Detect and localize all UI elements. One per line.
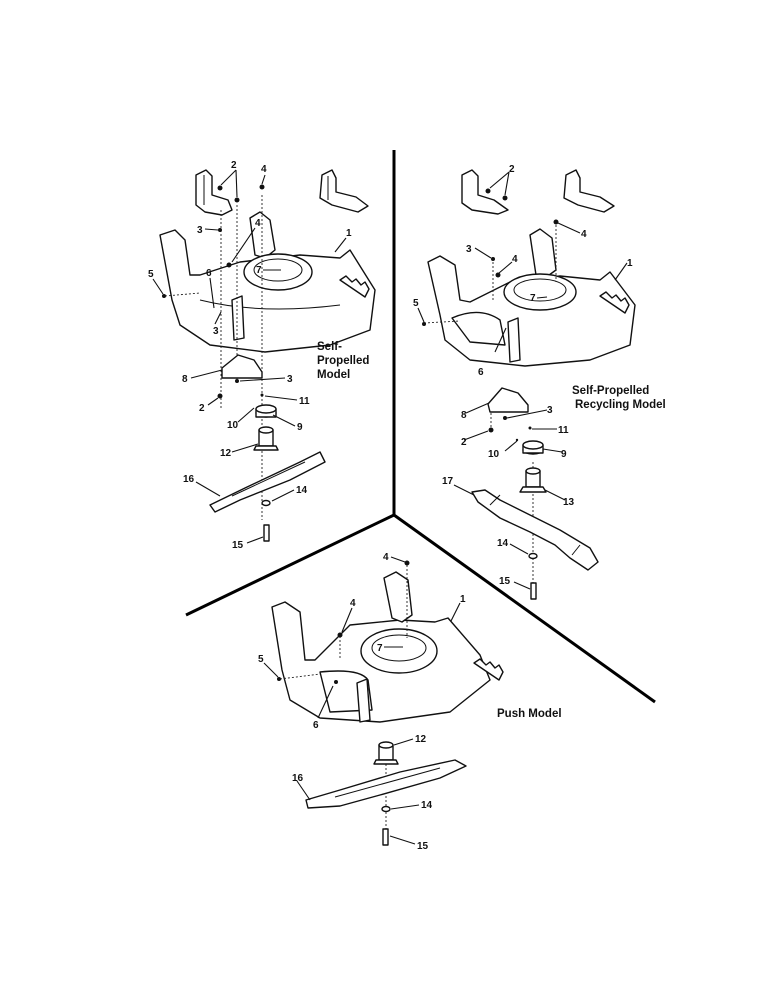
callout-3: 3 [197,225,203,236]
callout-6: 6 [313,720,319,731]
callout-2: 2 [461,437,467,448]
washer-14 [381,805,391,813]
callout-7: 7 [530,293,536,304]
callout-8: 8 [182,374,188,385]
deck-housing [159,211,376,353]
washer-14 [528,552,538,560]
callout-3: 3 [213,326,219,337]
callout-2: 2 [231,160,237,171]
callout-7: 7 [377,643,383,654]
panel-title-line-2: Propelled [317,355,369,367]
callout-14: 14 [421,800,433,811]
panel-dividers [185,150,656,704]
callout-5: 5 [148,269,154,280]
callout-3: 3 [287,374,293,385]
panel-title-line-2: Recycling Model [575,399,666,411]
callout-4: 4 [255,218,261,229]
pulley-9 [522,440,544,455]
baffle-8 [487,387,529,413]
callout-4: 4 [261,164,267,175]
callout-15: 15 [232,540,244,551]
drive-bracket-right [319,169,369,213]
washer-14 [261,499,271,507]
drive-bracket-left [461,169,509,215]
callout-1: 1 [627,258,633,269]
callout-16: 16 [292,773,304,784]
callout-15: 15 [417,841,429,852]
callout-10: 10 [227,420,239,431]
callout-4: 4 [581,229,587,240]
panel-self-propelled: 2 4 3 4 1 5 6 7 3 8 3 2 11 10 9 12 16 14… [148,160,376,551]
callout-6: 6 [478,367,484,378]
callout-17: 17 [442,476,454,487]
callout-16: 16 [183,474,195,485]
panel-title-line-1: Self-Propelled [572,385,649,397]
bolt-15 [263,524,270,542]
baffle-8 [221,354,263,379]
bolt-15 [382,828,389,846]
recycling-blade-17 [471,489,599,571]
panel-push: 4 4 1 5 7 6 12 16 14 15 Push Model [258,552,562,852]
callout-2: 2 [199,403,205,414]
callout-14: 14 [296,485,308,496]
panel-title-line-3: Model [317,369,350,381]
callout-11: 11 [558,425,569,436]
panel-self-propelled-recycling: 2 4 3 4 1 5 7 6 8 3 2 11 10 9 17 13 14 1… [413,164,666,600]
callout-9: 9 [297,422,303,433]
blade-adapter-13 [519,467,547,493]
callout-5: 5 [413,298,419,309]
drive-bracket-left [195,169,240,216]
drive-bracket-right [563,169,615,213]
callout-10: 10 [488,449,500,460]
callout-6: 6 [206,268,212,279]
callout-3: 3 [466,244,472,255]
callout-3: 3 [547,405,553,416]
callout-4: 4 [383,552,389,563]
pulley-9 [255,404,277,418]
deck-housing [427,228,636,367]
callout-15: 15 [499,576,511,587]
callout-12: 12 [415,734,427,745]
blade-adapter-12 [373,741,399,765]
panel-title: Push Model [497,708,562,720]
callout-1: 1 [460,594,466,605]
callout-12: 12 [220,448,232,459]
callout-5: 5 [258,654,264,665]
callout-7: 7 [256,265,262,276]
panel-title-line-1: Self- [317,341,342,353]
callout-4: 4 [350,598,356,609]
callout-11: 11 [299,396,310,407]
blade-16 [209,451,326,513]
callout-9: 9 [561,449,567,460]
bolt-15 [530,582,537,600]
callout-1: 1 [346,228,352,239]
callout-14: 14 [497,538,509,549]
callout-8: 8 [461,410,467,421]
callout-4: 4 [512,254,518,265]
blade-adapter-12 [253,426,279,451]
callout-13: 13 [563,497,575,508]
deck-housing [271,571,504,723]
callout-2: 2 [509,164,515,175]
